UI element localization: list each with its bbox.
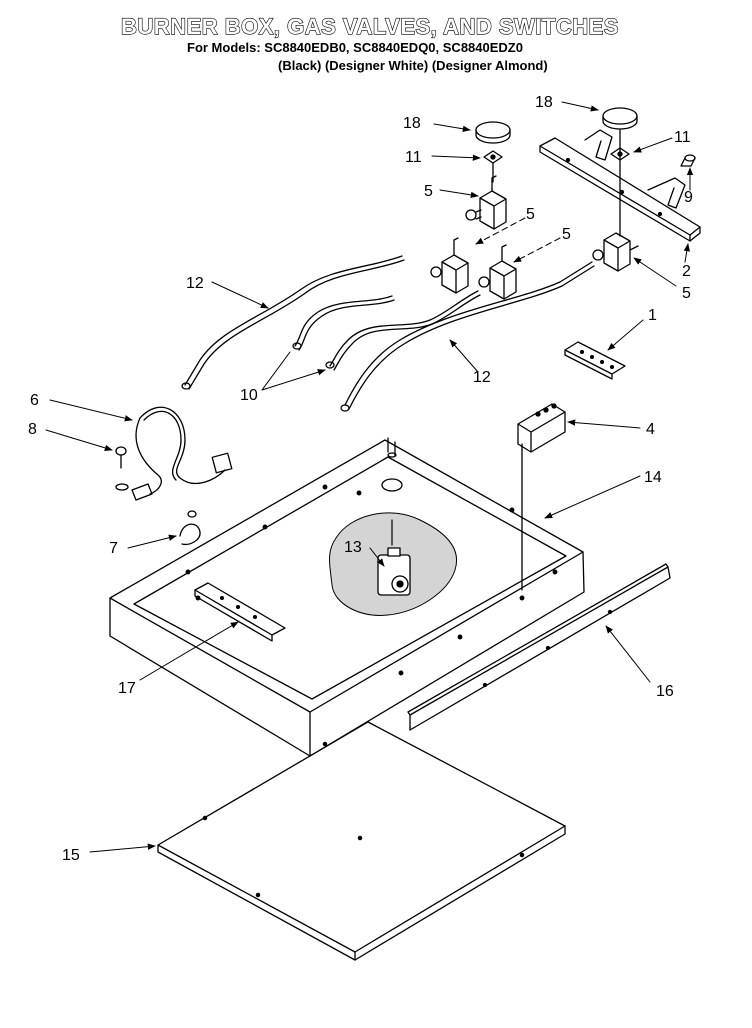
ground-screw — [115, 446, 129, 491]
control-knob-right — [602, 107, 638, 130]
model-colors: (Black) (Designer White) (Designer Almon… — [278, 58, 548, 73]
callout-6: 6 — [30, 392, 39, 409]
cutaway-view — [329, 512, 457, 616]
burner-box — [109, 437, 585, 757]
valve-mounting-rail — [539, 129, 701, 242]
gas-valve-rear-right — [592, 232, 639, 272]
callout-11-left: 11 — [405, 149, 422, 166]
callout-16: 16 — [656, 683, 674, 700]
callout-9: 9 — [684, 189, 693, 206]
gas-valve-rear-left — [465, 175, 507, 230]
callout-5-right: 5 — [682, 285, 691, 302]
callout-12-upper: 12 — [186, 275, 204, 292]
callout-14: 14 — [644, 469, 662, 486]
callout-5-dashed-lower: 5 — [562, 226, 571, 243]
callout-1: 1 — [648, 307, 657, 324]
wire-clamp — [179, 510, 201, 546]
callout-8: 8 — [28, 421, 37, 438]
switch-collar-right — [610, 129, 630, 237]
callout-18-left: 18 — [403, 115, 421, 132]
spark-module — [517, 403, 566, 453]
bottom-panel — [157, 721, 566, 961]
terminal-strip — [564, 341, 626, 380]
callout-18-right: 18 — [535, 94, 553, 111]
callout-11-right: 11 — [674, 129, 691, 146]
gas-valve-mid-left — [430, 237, 469, 294]
gas-tube-1 — [181, 255, 405, 390]
control-knob-left — [475, 121, 511, 144]
diagram-title: BURNER BOX, GAS VALVES, AND SWITCHES — [120, 13, 619, 39]
callout-15: 15 — [62, 847, 80, 864]
callout-10: 10 — [240, 387, 258, 404]
gas-valve-mid-right — [478, 244, 517, 300]
callout-12-lower: 12 — [473, 369, 491, 386]
gas-tube-2 — [292, 295, 395, 351]
front-mounting-bracket — [194, 582, 286, 642]
callout-4: 4 — [646, 421, 655, 438]
leader-lines — [45, 101, 694, 853]
callout-5-dashed-upper: 5 — [526, 206, 535, 223]
model-numbers: For Models: SC8840EDB0, SC8840EDQ0, SC88… — [187, 40, 523, 55]
callout-7: 7 — [109, 540, 118, 557]
gas-tube-4 — [340, 261, 595, 412]
callout-numbers: 18 18 11 11 9 5 5 5 5 2 12 12 1 10 6 8 4… — [28, 94, 693, 864]
mounting-screw — [680, 154, 696, 167]
wire-harness — [131, 406, 233, 501]
callout-17: 17 — [118, 680, 136, 697]
front-trim-rail — [407, 563, 671, 731]
callout-2: 2 — [682, 263, 691, 280]
switch-collar-left — [483, 150, 503, 183]
callout-5-top-left: 5 — [424, 183, 433, 200]
callout-13: 13 — [344, 539, 362, 556]
